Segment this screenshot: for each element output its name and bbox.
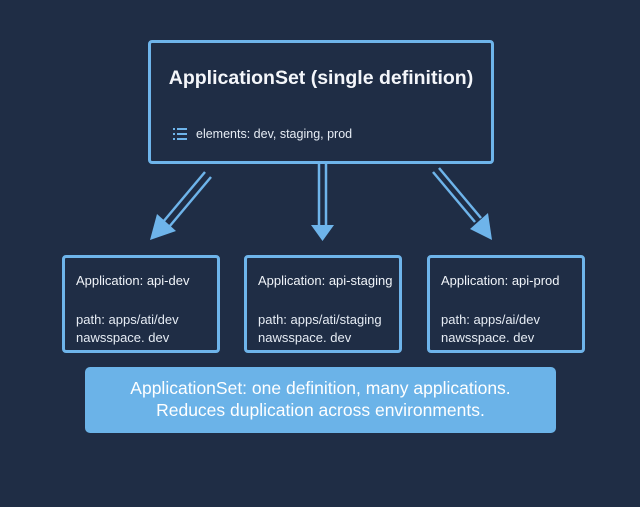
application-namespace: nawsspace. dev	[258, 330, 352, 345]
application-box-api-staging: Application: api-staging path: apps/ati/…	[244, 255, 402, 353]
application-title: Application: api-dev	[76, 273, 190, 288]
application-namespace: nawsspace. dev	[76, 330, 170, 345]
application-path: path: apps/ati/dev	[76, 312, 179, 327]
summary-line-1: ApplicationSet: one definition, many app…	[130, 378, 511, 398]
applicationset-box: ApplicationSet (single definition) eleme…	[148, 40, 494, 164]
applicationset-title: ApplicationSet (single definition)	[168, 67, 474, 89]
summary-line-2: Reduces duplication across environments.	[156, 400, 485, 420]
elements-text: elements: dev, staging, prod	[196, 127, 353, 141]
application-namespace: nawsspace. dev	[441, 330, 535, 345]
list-icon	[173, 128, 187, 140]
application-box-api-prod: Application: api-prod path: apps/ai/dev …	[427, 255, 585, 353]
elements-row: elements: dev, staging, prod	[173, 127, 352, 141]
summary-banner: ApplicationSet: one definition, many app…	[85, 367, 556, 433]
arrow-down-right-icon	[432, 167, 492, 240]
application-title: Application: api-staging	[258, 273, 393, 288]
application-path: path: apps/ati/staging	[258, 312, 382, 327]
application-box-api-dev: Application: api-dev path: apps/ati/dev …	[62, 255, 220, 353]
arrow-down-icon	[311, 164, 334, 241]
arrow-down-left-icon	[150, 171, 212, 240]
application-title: Application: api-prod	[441, 273, 560, 288]
application-path: path: apps/ai/dev	[441, 312, 541, 327]
